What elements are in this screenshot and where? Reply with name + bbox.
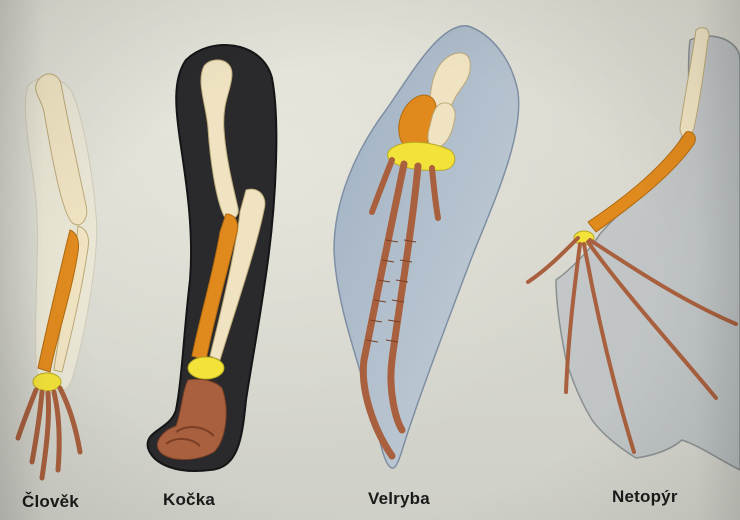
whale-flipper	[334, 26, 519, 468]
cat-paw	[157, 379, 226, 459]
label-whale: Velryba	[368, 489, 430, 509]
cat-leg	[148, 45, 277, 471]
whale-fin-skin	[334, 26, 519, 468]
label-human: Člověk	[22, 492, 79, 512]
label-bat: Netopýr	[612, 487, 678, 507]
label-cat: Kočka	[163, 490, 215, 510]
human-fingers	[18, 388, 80, 478]
human-arm	[18, 74, 97, 478]
bat-wing-membrane	[556, 36, 740, 470]
bat-wing	[528, 28, 740, 470]
cat-carpals	[188, 357, 224, 379]
